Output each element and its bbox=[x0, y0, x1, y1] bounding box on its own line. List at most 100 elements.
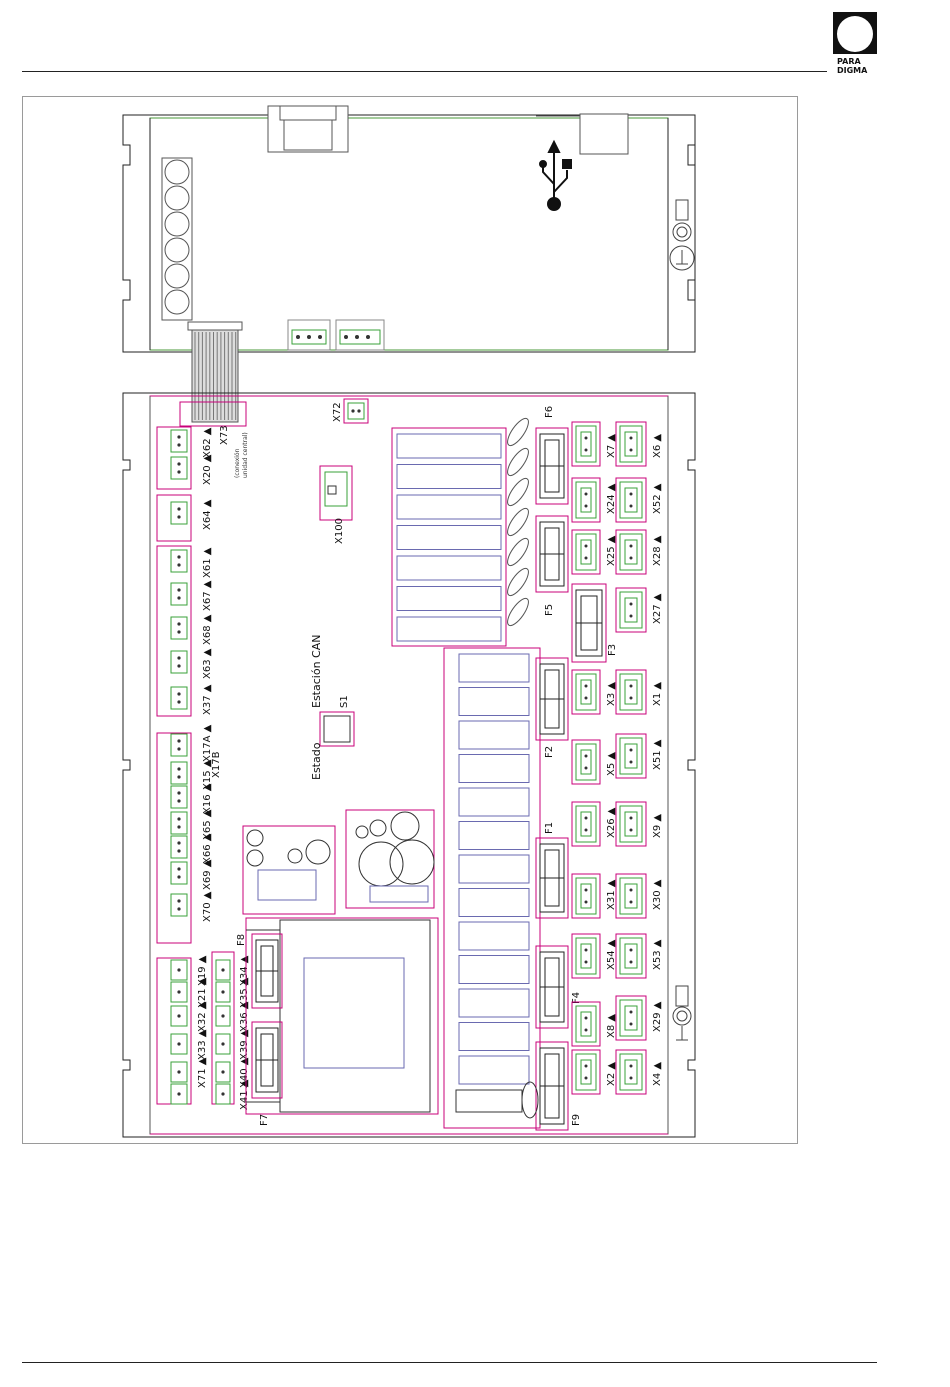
label-x62: X62 ▲ bbox=[202, 427, 213, 458]
label-x73-note-1: (conexión bbox=[234, 448, 241, 478]
relay bbox=[458, 687, 530, 716]
label-x3: X3 ▲ bbox=[606, 682, 617, 706]
varistor bbox=[507, 447, 529, 477]
label-x68: X68 ▲ bbox=[202, 614, 213, 645]
label-x72: X72 bbox=[332, 402, 343, 422]
label-x66: X66 ▲ bbox=[202, 833, 213, 864]
relay bbox=[458, 653, 530, 683]
label-f8: F8 bbox=[236, 934, 247, 946]
connector-x16: X16 ▲ bbox=[170, 783, 213, 814]
fuse-f1: F1 bbox=[535, 822, 569, 919]
bottom-connector-row: X41 ▲ bbox=[170, 1079, 250, 1110]
label-f2: F2 bbox=[544, 746, 555, 758]
connector-x15: X15 ▲ bbox=[170, 759, 213, 790]
bottom-connector-row: X21 ▲X35 ▲ bbox=[170, 977, 250, 1008]
fuse-f5: F5 bbox=[535, 515, 569, 616]
logo-circle bbox=[837, 16, 873, 52]
relay bbox=[396, 464, 502, 489]
varistor bbox=[507, 567, 529, 597]
label-x100: X100 bbox=[334, 518, 345, 544]
fuse-f8: F8 bbox=[236, 933, 283, 1009]
usb-port bbox=[579, 113, 629, 155]
label-x26: X26 ▲ bbox=[606, 807, 617, 838]
connector-x9: X9 ▲ bbox=[615, 801, 663, 847]
label-x24: X24 ▲ bbox=[606, 483, 617, 514]
bottom-connector-row: X19 ▲ X34 ▲ bbox=[170, 955, 250, 986]
connector-x70: X70 ▲ bbox=[170, 891, 213, 922]
label-x2: X2 ▲ bbox=[606, 1062, 617, 1086]
relay bbox=[396, 433, 502, 459]
label-x25: X25 ▲ bbox=[606, 535, 617, 566]
ribbon-cable bbox=[187, 321, 243, 423]
label-x33: X33 ▲ bbox=[197, 1029, 208, 1060]
label-x67: X67 ▲ bbox=[202, 580, 213, 611]
fuse-f4: F4 bbox=[535, 945, 582, 1029]
label-x20: X20 ▲ bbox=[202, 454, 213, 485]
label-x39: X39 ▲ bbox=[239, 1029, 250, 1060]
label-x73: X73 bbox=[219, 425, 230, 445]
relay bbox=[458, 854, 530, 884]
lower-ground-terminal bbox=[672, 985, 692, 1041]
connector-x4: X4 ▲ bbox=[615, 1049, 663, 1095]
connector-x27: X27 ▲ bbox=[615, 587, 663, 633]
fuse-f7: F7 bbox=[251, 1021, 283, 1126]
varistor bbox=[507, 507, 529, 537]
connector-x54: X54 ▲ bbox=[571, 933, 617, 979]
s1-switch: S1 Estación CAN Estado bbox=[310, 635, 355, 780]
label-x21: X21 ▲ bbox=[197, 977, 208, 1008]
connector-x61: X61 ▲ bbox=[170, 547, 213, 578]
usb-icon bbox=[539, 139, 572, 211]
label-f7: F7 bbox=[259, 1114, 270, 1126]
relay bbox=[458, 955, 530, 984]
connector-x8: X8 ▲ bbox=[571, 1001, 617, 1047]
x72-connector: X72 bbox=[332, 398, 369, 424]
connector-x29: X29 ▲ bbox=[615, 995, 663, 1041]
fuse-f6: F6 bbox=[535, 406, 569, 505]
relay bbox=[458, 1022, 530, 1051]
logo-line1: PARA bbox=[837, 57, 861, 66]
label-x34: X34 ▲ bbox=[239, 955, 250, 986]
label-x37: X37 ▲ bbox=[202, 684, 213, 715]
label-x53: X53 ▲ bbox=[652, 939, 663, 970]
label-x19: X19 ▲ bbox=[197, 955, 208, 986]
label-x51: X51 ▲ bbox=[652, 739, 663, 770]
bottom-part bbox=[455, 1089, 523, 1113]
label-x27: X27 ▲ bbox=[652, 593, 663, 624]
connector-x51: X51 ▲ bbox=[615, 733, 663, 779]
led-column bbox=[161, 157, 193, 321]
connector-x62: X62 ▲ bbox=[170, 427, 213, 458]
relay bbox=[396, 525, 502, 550]
label-x9: X9 ▲ bbox=[652, 814, 663, 838]
relay bbox=[458, 1055, 530, 1085]
footer-rule bbox=[22, 1362, 877, 1363]
left-block-1 bbox=[156, 426, 192, 490]
capacitor-group-left bbox=[242, 825, 336, 915]
relay bbox=[458, 754, 530, 783]
relay bbox=[396, 586, 502, 611]
label-x5: X5 ▲ bbox=[606, 752, 617, 776]
connector-x52: X52 ▲ bbox=[615, 477, 663, 523]
label-x32: X32 ▲ bbox=[197, 1001, 208, 1032]
label-x54: X54 ▲ bbox=[606, 939, 617, 970]
label-x40: X40 ▲ bbox=[239, 1057, 250, 1088]
upper-module-outline bbox=[122, 114, 696, 353]
relay bbox=[458, 787, 530, 817]
label-x29: X29 ▲ bbox=[652, 1001, 663, 1032]
connector-x31: X31 ▲ bbox=[571, 873, 617, 919]
label-s1: S1 bbox=[339, 695, 350, 708]
varistor bbox=[507, 597, 529, 627]
label-estacion-can: Estación CAN bbox=[310, 635, 323, 708]
upper-module bbox=[122, 105, 696, 423]
label-x52: X52 ▲ bbox=[652, 483, 663, 514]
left-block-4 bbox=[156, 732, 192, 944]
relay bbox=[458, 921, 530, 951]
connector-x37: X37 ▲ bbox=[170, 684, 213, 715]
label-f5: F5 bbox=[544, 604, 555, 616]
connector-x67: X67 ▲ bbox=[170, 580, 213, 611]
relay bbox=[458, 821, 530, 850]
connector-x6: X6 ▲ bbox=[615, 421, 663, 467]
label-x61: X61 ▲ bbox=[202, 547, 213, 578]
connector-x68: X68 ▲ bbox=[170, 614, 213, 645]
